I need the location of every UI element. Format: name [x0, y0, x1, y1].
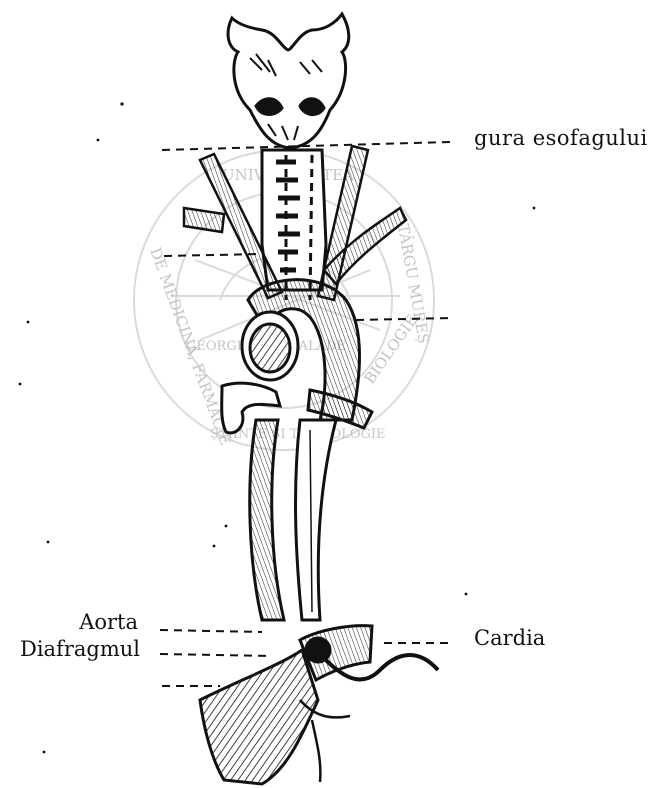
larynx-drawing [228, 14, 349, 148]
leader-aorta [160, 630, 262, 632]
label-cardia: Cardia [474, 628, 545, 649]
leader-diafragmul [160, 654, 270, 656]
label-gura-esofagului: gura esofagului [474, 128, 648, 149]
diaphragm-drawing [200, 626, 438, 784]
label-aorta: Aorta [0, 612, 138, 633]
leader-mid-2 [356, 318, 452, 320]
label-diafragmul: Diafragmul [0, 639, 140, 660]
